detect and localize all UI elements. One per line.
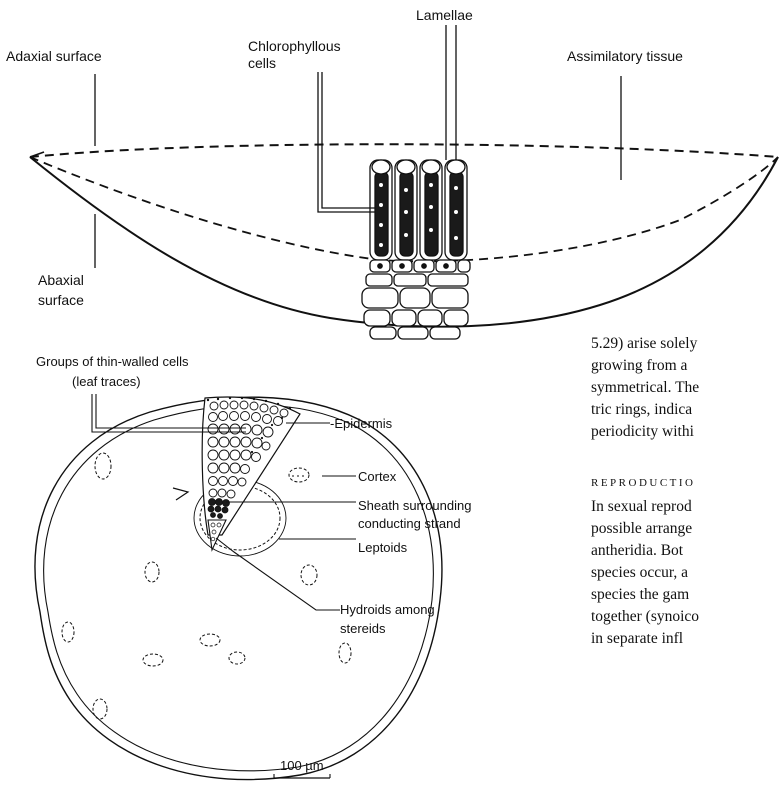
lamellae-tissue — [362, 160, 470, 339]
label-chlorophyllous-1: Chlorophyllous — [248, 38, 341, 54]
detail-wedge — [202, 397, 300, 550]
label-assimilatory: Assimilatory tissue — [567, 48, 683, 64]
side-text-line-11: together (synoico — [591, 606, 779, 628]
side-text-line-6: In sexual reprod — [591, 496, 779, 518]
side-text-line-8: antheridia. Bot — [591, 540, 779, 562]
upper-labels: Lamellae Chlorophyllous cells Adaxial su… — [6, 7, 683, 308]
lamella-columns — [370, 160, 467, 260]
strand-notch — [173, 488, 188, 500]
label-hydroids-2: stereids — [340, 621, 386, 636]
side-text-line-4: tric rings, indica — [591, 399, 779, 421]
side-text-line-9: species occur, a — [591, 562, 779, 584]
label-abaxial-1: Abaxial — [38, 272, 84, 288]
side-text-line-5: periodicity withi — [591, 421, 779, 443]
label-cortex: Cortex — [358, 469, 397, 484]
label-sheath-2: conducting strand — [358, 516, 461, 531]
label-sheath-1: Sheath surrounding — [358, 498, 471, 513]
label-scale: 100 µm — [280, 758, 324, 773]
lamella-base-cells — [370, 260, 470, 272]
label-chlorophyllous-2: cells — [248, 55, 276, 71]
side-text-line-12: in separate infl — [591, 628, 779, 650]
side-text-line-10: species the gam — [591, 584, 779, 606]
label-lamellae: Lamellae — [416, 7, 473, 23]
label-groups-1: Groups of thin-walled cells — [36, 354, 189, 369]
wedge-outline — [202, 397, 300, 535]
parenchyma-cells — [362, 274, 468, 339]
label-groups-2: (leaf traces) — [72, 374, 141, 389]
side-text-line-7: possible arrange — [591, 518, 779, 540]
label-adaxial: Adaxial surface — [6, 48, 102, 64]
leaf-adaxial-dashed — [30, 144, 778, 157]
label-leptoids: Leptoids — [358, 540, 408, 555]
side-text-line-3: symmetrical. The — [591, 377, 779, 399]
side-text-heading: REPRODUCTIO — [591, 472, 779, 494]
side-text-line-1: 5.29) arise solely — [591, 333, 779, 355]
side-text-line-2: growing from a — [591, 355, 779, 377]
label-abaxial-2: surface — [38, 292, 84, 308]
label-hydroids-1: Hydroids among — [340, 602, 435, 617]
label-epidermis: -Epidermis — [330, 416, 393, 431]
